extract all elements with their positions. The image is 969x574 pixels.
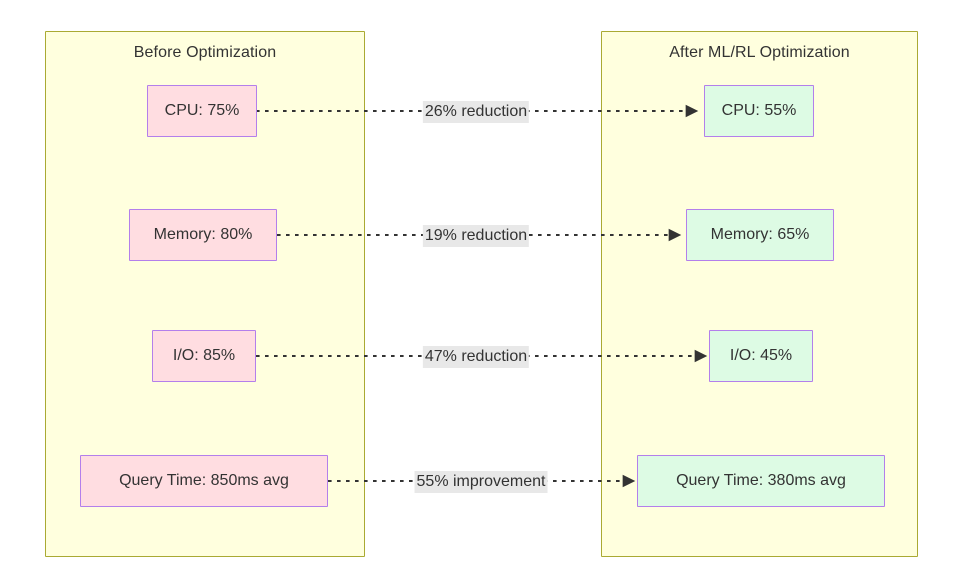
node-after-query-time[interactable]: Query Time: 380ms avg xyxy=(637,455,885,507)
node-before-cpu[interactable]: CPU: 75% xyxy=(147,85,257,137)
node-before-io[interactable]: I/O: 85% xyxy=(152,330,256,382)
node-before-memory[interactable]: Memory: 80% xyxy=(129,209,277,261)
subgraph-after-title: After ML/RL Optimization xyxy=(669,44,850,61)
edge-label-io: 47% reduction xyxy=(422,346,530,368)
edge-label-cpu: 26% reduction xyxy=(422,101,530,123)
subgraph-before-title: Before Optimization xyxy=(133,44,277,61)
node-after-io[interactable]: I/O: 45% xyxy=(709,330,813,382)
node-after-cpu[interactable]: CPU: 55% xyxy=(704,85,814,137)
edge-label-memory: 19% reduction xyxy=(422,225,530,247)
node-before-query-time[interactable]: Query Time: 850ms avg xyxy=(80,455,328,507)
node-after-memory[interactable]: Memory: 65% xyxy=(686,209,834,261)
edge-label-query-time: 55% improvement xyxy=(414,471,548,493)
